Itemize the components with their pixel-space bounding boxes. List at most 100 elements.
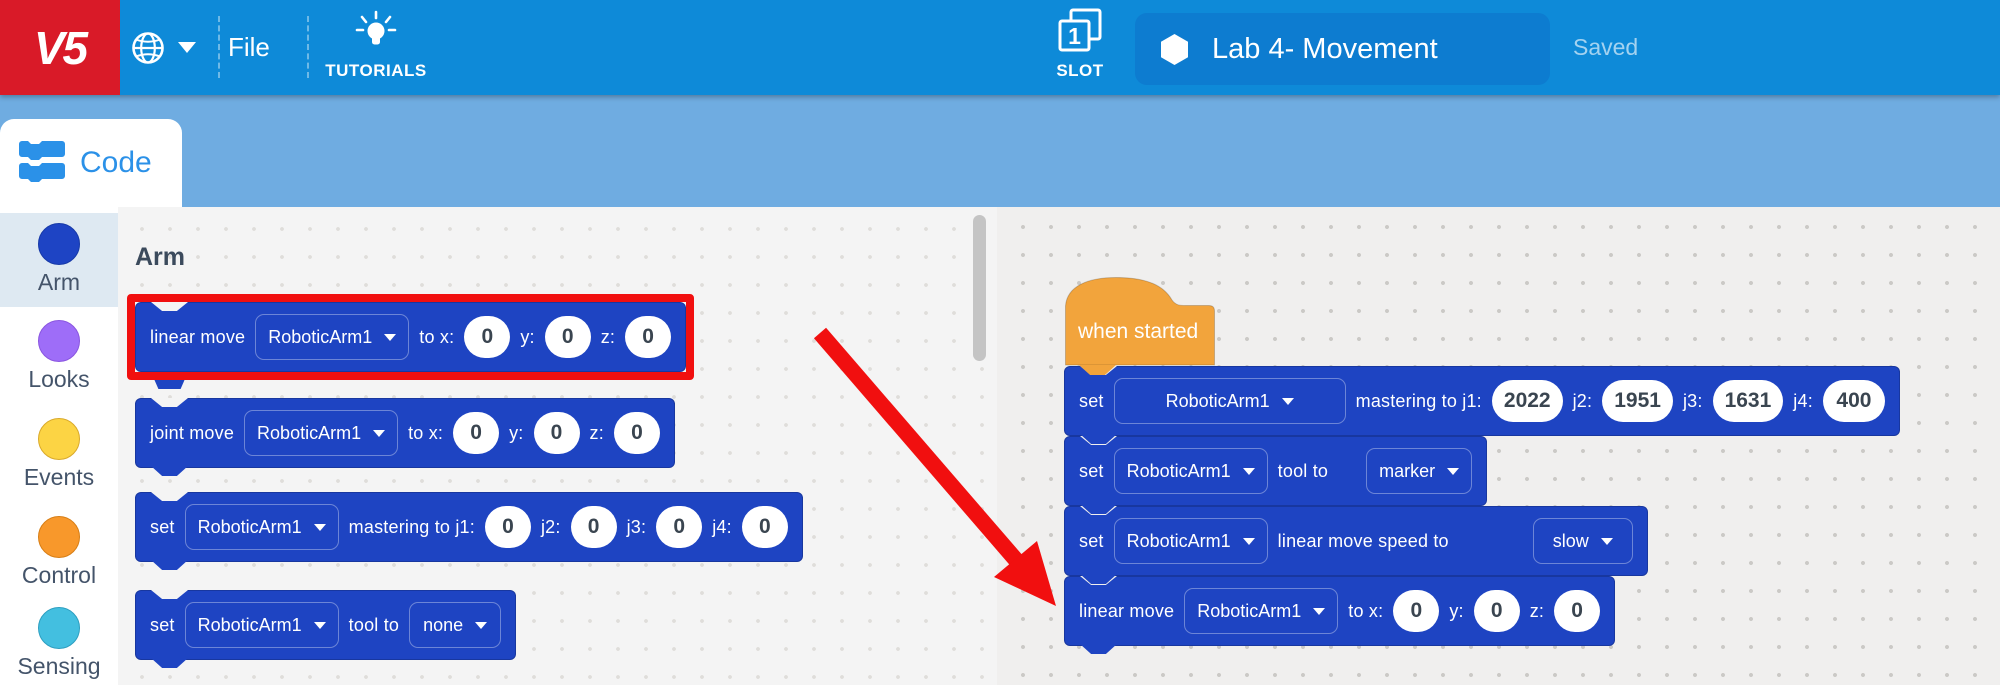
chevron-down-icon	[1313, 607, 1326, 615]
menu-divider	[307, 16, 309, 78]
block-number-input[interactable]: 0	[613, 412, 660, 454]
save-status-text: Saved	[1573, 34, 1639, 60]
block-text: j2:	[540, 516, 561, 537]
hat-block-shape	[1065, 276, 1215, 366]
block-text: when started	[1078, 320, 1199, 343]
block-text: j4:	[712, 516, 732, 537]
block-number-input[interactable]: 0	[544, 316, 591, 358]
sidebar-item-label: Arm	[37, 269, 81, 295]
block-bump	[1080, 434, 1117, 444]
block-number-input[interactable]: 0	[533, 412, 580, 454]
block-text: tool to	[348, 614, 400, 635]
language-menu[interactable]	[130, 0, 196, 95]
block-dropdown[interactable]: marker	[1366, 448, 1473, 494]
block-text: set	[150, 614, 175, 635]
block-number-input[interactable]: 0	[741, 506, 788, 548]
block-number-input[interactable]: 0	[570, 506, 617, 548]
block-dropdown-value: RoboticArm1	[1126, 460, 1231, 481]
block-text: j3:	[626, 516, 647, 537]
tutorials-label: TUTORIALS	[325, 61, 427, 80]
tab-code[interactable]: Code	[0, 119, 182, 207]
chevron-down-icon	[1242, 537, 1255, 545]
block-dropdown[interactable]: RoboticArm1	[244, 410, 399, 456]
slot-button[interactable]: 1 SLOT	[1032, 8, 1128, 90]
block-text: z:	[600, 326, 616, 347]
tutorials-button[interactable]: TUTORIALS	[318, 8, 434, 90]
sidebar-item-label: Looks	[28, 366, 90, 392]
chevron-down-icon	[178, 42, 196, 53]
block-number-input[interactable]: 0	[656, 506, 703, 548]
block-number-input[interactable]: 0	[1393, 590, 1440, 632]
block-number-input[interactable]: 0	[1473, 590, 1520, 632]
top-menu-bar: V5 File	[0, 0, 2000, 95]
chevron-down-icon	[313, 523, 326, 531]
block-text: to x:	[419, 326, 455, 347]
block-text: z:	[1529, 600, 1545, 621]
sidebar-item-control[interactable]: Control	[0, 506, 118, 600]
block-text: y:	[520, 326, 535, 347]
project-name-field[interactable]: Lab 4- Movement	[1135, 13, 1550, 85]
chevron-down-icon	[373, 429, 386, 437]
control-category-icon	[38, 516, 80, 558]
block-dropdown[interactable]: RoboticArm1	[255, 314, 410, 360]
block-text: set	[1079, 530, 1104, 551]
sidebar-item-arm[interactable]: Arm	[0, 213, 118, 307]
block-bump	[151, 658, 188, 668]
tab-bar: Code	[0, 95, 2000, 207]
block-number-input[interactable]: 0	[1554, 590, 1601, 632]
block-number-input[interactable]: 0	[484, 506, 531, 548]
block-number-input[interactable]: 1951	[1602, 380, 1673, 422]
block-bump	[151, 466, 188, 476]
block-text: tool to	[1277, 460, 1329, 481]
block-dropdown-value: RoboticArm1	[1197, 600, 1302, 621]
sidebar-item-events[interactable]: Events	[0, 408, 118, 502]
sidebar-item-sensing[interactable]: Sensing	[0, 597, 118, 685]
globe-icon	[132, 31, 164, 64]
lightbulb-icon	[355, 10, 397, 45]
block-number-input[interactable]: 2022	[1491, 380, 1563, 422]
project-name: Lab 4- Movement	[1212, 32, 1438, 65]
code-blocks-icon	[19, 141, 65, 182]
chevron-down-icon	[1281, 397, 1294, 405]
block-dropdown[interactable]: RoboticArm1	[1113, 378, 1346, 424]
block-dropdown[interactable]: RoboticArm1	[1113, 518, 1268, 564]
block-dropdown[interactable]: slow	[1532, 518, 1633, 564]
sidebar-item-looks[interactable]: Looks	[0, 310, 118, 404]
block-dropdown[interactable]: RoboticArm1	[1113, 448, 1268, 494]
block-number-input[interactable]: 1631	[1712, 380, 1784, 422]
block-text: y:	[509, 422, 524, 443]
file-menu[interactable]: File	[228, 0, 270, 95]
block-set-tool[interactable]: set RoboticArm1 tool to none	[135, 590, 517, 668]
looks-category-icon	[38, 320, 80, 362]
chevron-down-icon	[1242, 467, 1255, 475]
block-dropdown[interactable]: RoboticArm1	[184, 602, 339, 648]
block-dropdown[interactable]: RoboticArm1	[184, 504, 339, 550]
block-when-started[interactable]: when started	[1064, 276, 1216, 375]
block-number-input[interactable]: 0	[453, 412, 500, 454]
v5-logo: V5	[0, 0, 120, 95]
block-dropdown[interactable]: RoboticArm1	[1184, 588, 1339, 634]
palette-scrollbar[interactable]	[973, 215, 986, 361]
chevron-down-icon	[313, 621, 326, 629]
block-text: z:	[589, 422, 604, 443]
block-text: j3:	[1682, 390, 1703, 411]
block-dropdown[interactable]: none	[409, 602, 502, 648]
block-text: set	[1079, 460, 1104, 481]
slot-icon: 1	[1058, 8, 1102, 52]
block-number-input[interactable]: 0	[625, 316, 672, 358]
sidebar-item-label: Control	[21, 562, 97, 588]
block-number-input[interactable]: 0	[464, 316, 511, 358]
block-set-tool[interactable]: set RoboticArm1 tool to marker	[1064, 436, 1488, 514]
block-number-input[interactable]: 400	[1822, 380, 1885, 422]
block-dropdown-value: RoboticArm1	[197, 614, 302, 635]
chevron-down-icon	[384, 333, 397, 341]
